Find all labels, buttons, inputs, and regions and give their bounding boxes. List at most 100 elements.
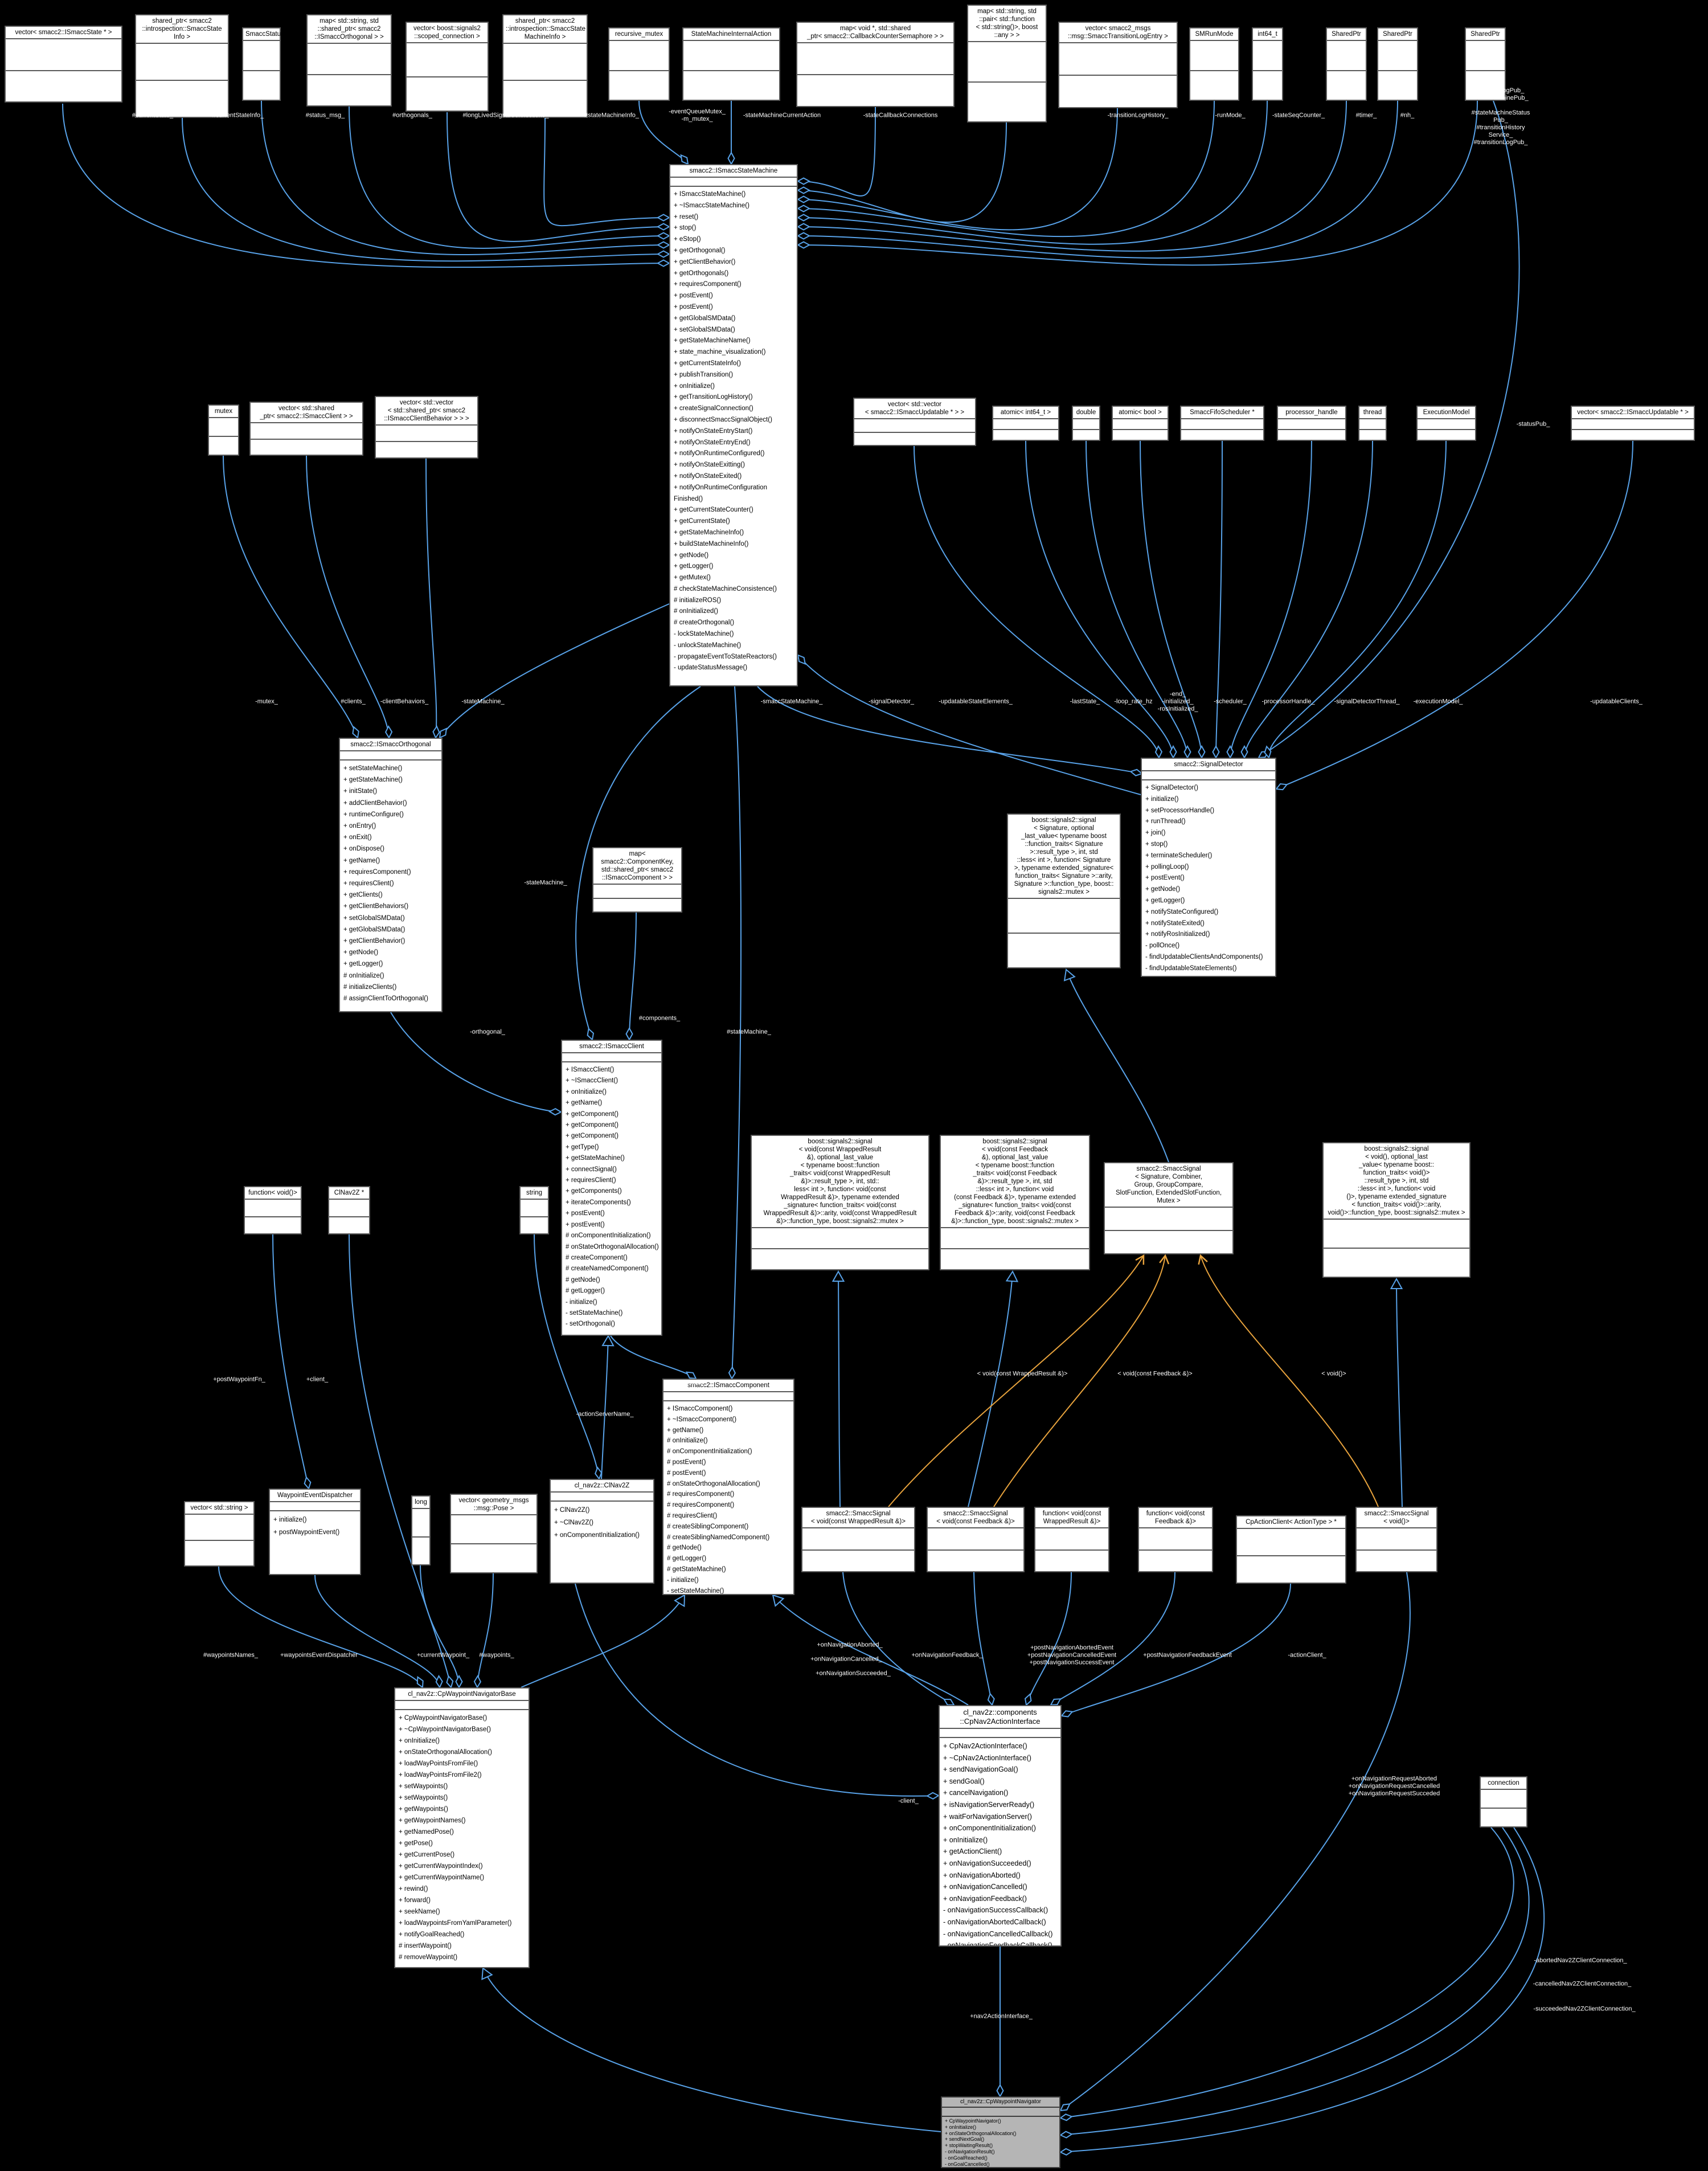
class-node-vector-clientbehaviors[interactable]: vector< std::vector < std::shared_ptr< s… <box>375 396 478 459</box>
class-node-vector-string[interactable]: vector< std::string > <box>184 1501 255 1567</box>
class-node-vector-ismaccstate[interactable]: vector< smacc2::ISmaccState * > <box>5 26 122 103</box>
class-node-thread[interactable]: thread <box>1358 406 1387 441</box>
class-node-smaccfifoscheduler[interactable]: SmaccFifoScheduler * <box>1180 406 1264 441</box>
attributes-compartment <box>993 419 1058 430</box>
class-node-cpnav2actioninterface[interactable]: cl_nav2z::components ::CpNav2ActionInter… <box>939 1705 1062 1947</box>
method-row: + getName() <box>667 1426 704 1434</box>
class-node-cpactionclient[interactable]: CpActionClient< ActionType > * <box>1236 1515 1346 1584</box>
class-node-ismaccclient[interactable]: smacc2::ISmaccClient+ ISmaccClient()+ ~I… <box>561 1040 662 1336</box>
class-node-atomic-int64[interactable]: atomic< int64_t > <box>992 406 1059 441</box>
attributes-compartment <box>797 43 953 75</box>
class-node-vector-transitionlogentry[interactable]: vector< smacc2_msgs ::msg::SmaccTransiti… <box>1058 22 1178 108</box>
method-row: + sendGoal() <box>943 1777 985 1785</box>
class-node-statemachineinternalaction[interactable]: StateMachineInternalAction <box>682 27 780 101</box>
class-title: boost::signals2::signal < void(const Wra… <box>752 1136 928 1228</box>
class-node-waypointeventdispatcher[interactable]: WaypointEventDispatcher+ initialize()+ p… <box>269 1489 361 1575</box>
class-node-recursive-mutex[interactable]: recursive_mutex <box>608 27 670 101</box>
method-row: + stop() <box>674 224 697 232</box>
class-node-int64-t[interactable]: int64_t <box>1252 27 1283 101</box>
method-row: + seekName() <box>399 1908 440 1915</box>
class-title: double <box>1073 407 1099 419</box>
class-node-cpwaypointnavigator[interactable]: cl_nav2z::CpWaypointNavigator+ CpWaypoin… <box>941 2096 1060 2168</box>
class-node-boost-signal-wrappedresult[interactable]: boost::signals2::signal < void(const Wra… <box>751 1135 929 1270</box>
class-node-signaldetector[interactable]: smacc2::SignalDetector+ SignalDetector()… <box>1141 758 1276 977</box>
edge-label: #status_msg_ <box>305 112 345 119</box>
class-title: atomic< bool > <box>1113 407 1168 419</box>
class-node-vector-scoped-connection[interactable]: vector< boost::signals2 ::scoped_connect… <box>406 22 489 112</box>
edge-label: #eventsLogPub_ #stateMachinePub_ #stateM… <box>1471 87 1530 146</box>
methods-compartment <box>941 1249 1089 1269</box>
class-node-sharedptr-1[interactable]: SharedPtr <box>1326 27 1367 101</box>
class-node-map-globaldata[interactable]: map< std::string, std ::pair< std::funct… <box>967 5 1047 122</box>
class-node-vector-ismaccclient[interactable]: vector< std::shared _ptr< smacc2::ISmacc… <box>249 402 363 456</box>
class-node-smaccsignal-void[interactable]: smacc2::SmaccSignal < void()> <box>1355 1507 1437 1572</box>
class-node-smaccsignal-feedback[interactable]: smacc2::SmaccSignal < void(const Feedbac… <box>927 1507 1025 1572</box>
class-node-mutex[interactable]: mutex <box>208 404 239 456</box>
method-row: + forward() <box>399 1897 431 1904</box>
class-node-connection[interactable]: connection <box>1480 1776 1527 1827</box>
class-title: function< void(const Feedback &)> <box>1139 1508 1212 1528</box>
method-row: + setProcessorHandle() <box>1145 807 1215 814</box>
method-row: + join() <box>1145 829 1166 837</box>
edge-label: -orthogonal_ <box>470 1028 505 1036</box>
method-row: + getCurrentWaypointIndex() <box>399 1863 483 1870</box>
class-node-atomic-bool[interactable]: atomic< bool > <box>1112 406 1169 441</box>
class-node-sharedptr-smaccstateinfo[interactable]: shared_ptr< smacc2 ::introspection::Smac… <box>135 14 229 118</box>
edge-label: -updatableStateElements_ <box>939 698 1013 705</box>
class-node-processor-handle[interactable]: processor_handle <box>1277 406 1346 441</box>
class-node-smaccsignal-wrappedresult[interactable]: smacc2::SmaccSignal < void(const Wrapped… <box>801 1507 915 1572</box>
class-node-double[interactable]: double <box>1072 406 1100 441</box>
attributes-compartment <box>451 1515 536 1544</box>
class-node-sharedptr-3[interactable]: SharedPtr <box>1465 27 1506 101</box>
method-row: # onComponentInitialization() <box>566 1232 651 1240</box>
class-node-smaccstatus[interactable]: SmaccStatus <box>242 27 284 101</box>
class-node-sharedptr-2[interactable]: SharedPtr <box>1377 27 1418 101</box>
method-row: + getStateMachine() <box>566 1155 625 1162</box>
class-node-ismaccstatemachine[interactable]: smacc2::ISmaccStateMachine+ ISmaccStateM… <box>669 164 798 686</box>
class-node-sharedptr-smaccstatemachineinfo[interactable]: shared_ptr< smacc2 ::introspection::Smac… <box>502 14 588 118</box>
class-node-map-callbackcountersemaphore[interactable]: map< void *, std::shared _ptr< smacc2::C… <box>796 22 955 107</box>
class-node-map-componentkey[interactable]: map< smacc2::ComponentKey, std::shared_p… <box>592 847 682 913</box>
class-title: map< std::string, std ::pair< std::funct… <box>968 6 1046 42</box>
class-title: smacc2::SmaccSignal < void()> <box>1357 1508 1436 1528</box>
class-title: atomic< int64_t > <box>993 407 1058 419</box>
edge-label: -loop_rate_hz <box>1114 698 1153 705</box>
methods-compartment <box>6 71 121 102</box>
class-node-boost-signal-void[interactable]: boost::signals2::signal < void(), option… <box>1322 1142 1471 1278</box>
class-node-string[interactable]: string <box>519 1186 549 1234</box>
class-node-executionmodel[interactable]: ExecutionModel <box>1416 406 1476 441</box>
methods-compartment <box>1278 430 1345 440</box>
class-node-map-orthogonals[interactable]: map< std::string, std ::shared_ptr< smac… <box>306 14 392 107</box>
class-node-ismacccomponent[interactable]: smacc2::ISmaccComponent+ ISmaccComponent… <box>662 1379 794 1595</box>
inheritance-triangle-icon <box>772 1594 785 1607</box>
class-node-clnav2z-ptr[interactable]: ClNav2Z * <box>328 1186 370 1234</box>
method-row: # createOrthogonal() <box>674 619 735 627</box>
class-node-function-void[interactable]: function< void()> <box>244 1186 302 1234</box>
class-node-cpwaypointnavigatorbase[interactable]: cl_nav2z::CpWaypointNavigatorBase+ CpWay… <box>394 1687 530 1968</box>
method-row: + stop() <box>1145 840 1168 848</box>
class-node-clnav2z[interactable]: cl_nav2z::ClNav2Z+ ClNav2Z()+ ~ClNav2Z()… <box>550 1479 654 1584</box>
class-node-smaccsignal-template[interactable]: smacc2::SmaccSignal < Signature, Combine… <box>1104 1162 1234 1254</box>
attributes-compartment <box>340 751 441 761</box>
method-row: + getGlobalSMData() <box>343 926 406 933</box>
class-node-vector-updatable-state[interactable]: vector< std::vector < smacc2::ISmaccUpda… <box>853 398 976 446</box>
aggregation-diamond-icon <box>1183 745 1191 759</box>
aggregation-diamond-icon <box>435 1674 443 1689</box>
class-node-vector-updatable-clients[interactable]: vector< smacc2::ISmaccUpdatable * > <box>1571 406 1695 441</box>
method-row: + loadWayPointsFromFile() <box>399 1760 478 1767</box>
class-node-function-wrappedresult[interactable]: function< void(const WrappedResult &)> <box>1034 1507 1109 1572</box>
class-node-smrunmode[interactable]: SMRunMode <box>1189 27 1239 101</box>
class-node-vector-pose[interactable]: vector< geometry_msgs ::msg::Pose > <box>450 1494 538 1573</box>
class-node-boost-signal-signature[interactable]: boost::signals2::signal < Signature, opt… <box>1007 813 1121 968</box>
class-node-ismaccorthogonal[interactable]: smacc2::ISmaccOrthogonal+ setStateMachin… <box>339 738 443 1012</box>
class-node-long[interactable]: long <box>411 1495 431 1565</box>
methods-compartment <box>1327 71 1366 100</box>
class-node-function-feedback[interactable]: function< void(const Feedback &)> <box>1138 1507 1213 1572</box>
class-node-boost-signal-feedback[interactable]: boost::signals2::signal < void(const Fee… <box>940 1135 1090 1270</box>
method-row: # initializeClients() <box>343 983 397 991</box>
method-row: + setStateMachine() <box>343 765 403 772</box>
method-row: + onInitialize() <box>945 2124 977 2130</box>
edge-label: -stateMachineCurrentAction <box>743 112 821 119</box>
method-row: + initialize() <box>273 1516 307 1523</box>
edge-label: < void(const WrappedResult &)> <box>977 1370 1068 1377</box>
